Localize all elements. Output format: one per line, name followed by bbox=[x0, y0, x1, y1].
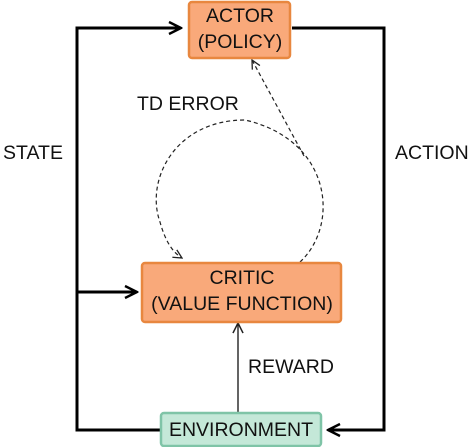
state-arrow-to-actor bbox=[75, 28, 181, 432]
td-error-to-actor-arrow bbox=[252, 60, 305, 157]
state-label: STATE bbox=[3, 142, 63, 164]
critic-subtitle: (VALUE FUNCTION) bbox=[151, 293, 333, 315]
actor-box bbox=[189, 2, 290, 58]
environment-label: ENVIRONMENT bbox=[169, 419, 313, 441]
environment-node: ENVIRONMENT bbox=[159, 411, 323, 447]
critic-title: CRITIC bbox=[210, 267, 275, 289]
actor-box-border bbox=[187, 0, 292, 60]
reward-label: REWARD bbox=[248, 356, 334, 378]
actor-title: ACTOR bbox=[206, 5, 274, 27]
critic-box-border bbox=[140, 261, 343, 324]
td-error-loop bbox=[155, 119, 324, 263]
critic-box bbox=[142, 263, 341, 322]
action-arrow bbox=[292, 26, 386, 430]
action-label: ACTION bbox=[395, 142, 469, 164]
actor-node: ACTOR (POLICY) bbox=[187, 0, 292, 60]
td-error-label: TD ERROR bbox=[137, 93, 239, 115]
environment-box bbox=[161, 413, 321, 446]
actor-subtitle: (POLICY) bbox=[198, 31, 283, 53]
environment-box-border bbox=[159, 411, 323, 447]
critic-node: CRITIC (VALUE FUNCTION) bbox=[140, 261, 343, 324]
